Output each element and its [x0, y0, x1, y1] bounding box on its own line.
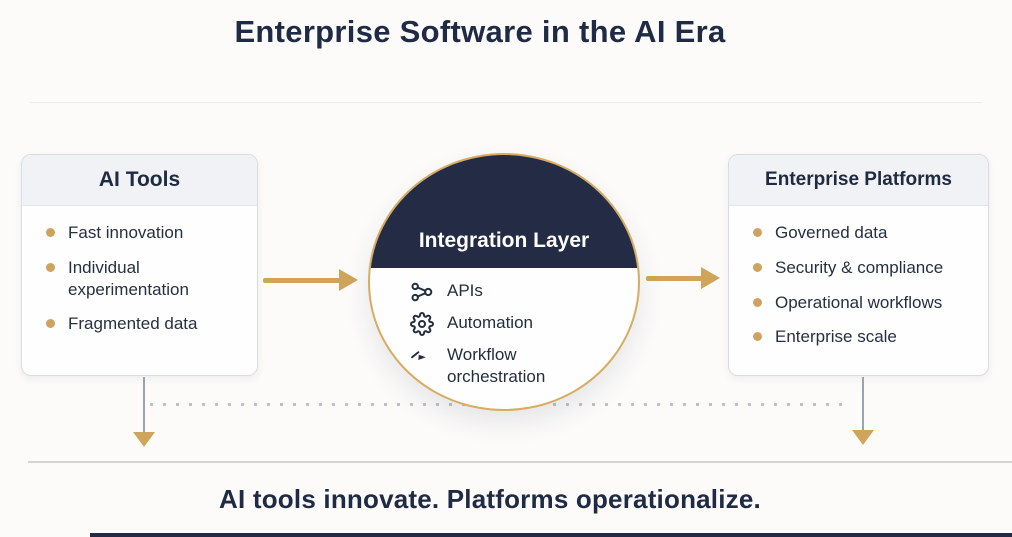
list-item-label: APIs [447, 281, 483, 300]
gear-icon [410, 312, 434, 336]
list-item: Fast innovation [46, 222, 247, 244]
list-item: Automation [410, 312, 569, 336]
bullet-icon [753, 332, 762, 342]
bullet-icon [753, 297, 762, 307]
bullet-icon [753, 228, 762, 237]
enterprise-platforms-panel: Enterprise Platforms Governed data Secur… [728, 154, 989, 376]
bullet-icon [46, 228, 55, 237]
bullet-icon [46, 262, 55, 272]
list-item-label: Security & compliance [775, 257, 944, 277]
list-item-label: Automation [447, 313, 533, 332]
list-item: Enterprise scale [753, 326, 978, 348]
list-item: Governed data [753, 222, 978, 244]
integration-layer-list: APIs Automation Workflow [410, 280, 569, 396]
list-item-label: Enterprise scale [775, 327, 897, 347]
integration-layer-header-area: Integration Layer [370, 155, 638, 268]
list-item: Fragmented data [46, 313, 247, 335]
right-down-arrow-icon [852, 430, 874, 445]
list-item-label: Fragmented data [68, 314, 198, 334]
list-item-label: Operational workflows [775, 292, 943, 312]
list-item: Operational workflows [753, 292, 978, 314]
enterprise-platforms-header: Enterprise Platforms [729, 155, 988, 206]
share-nodes-icon [410, 280, 434, 304]
ai-tools-panel: AI Tools Fast innovation Individual expe… [21, 154, 258, 376]
right-drop-line [862, 377, 864, 431]
list-item-label: Individual experimentation [68, 257, 189, 299]
bottom-accent-bar [90, 532, 1012, 537]
bullet-icon [46, 319, 55, 329]
left-drop-line [143, 377, 145, 433]
list-item-label: Workflow orchestration [447, 345, 546, 387]
page-title: Enterprise Software in the AI Era [234, 14, 726, 49]
bottom-divider [28, 461, 1012, 463]
list-item: APIs [410, 280, 569, 304]
left-down-arrow-icon [133, 432, 155, 447]
list-item-label: Fast innovation [68, 223, 184, 242]
list-item: Workflow orchestration [410, 344, 569, 388]
ai-tools-list: Fast innovation Individual experimentati… [22, 206, 257, 335]
workflow-icon [410, 344, 434, 368]
bullet-icon [753, 262, 762, 272]
tagline: AI tools innovate. Platforms operational… [219, 484, 761, 514]
enterprise-platforms-list: Governed data Security & compliance Oper… [729, 206, 988, 348]
ai-tools-header: AI Tools [22, 155, 257, 206]
integration-layer-circle: Integration Layer APIs [368, 153, 640, 411]
list-item-label: Governed data [775, 223, 888, 242]
list-item: Security & compliance [753, 257, 978, 279]
arrow-left-to-center-icon [263, 269, 358, 291]
title-divider [30, 102, 982, 103]
list-item: Individual experimentation [46, 257, 247, 301]
integration-layer-title: Integration Layer [418, 228, 590, 252]
arrow-center-to-right-icon [646, 267, 720, 289]
